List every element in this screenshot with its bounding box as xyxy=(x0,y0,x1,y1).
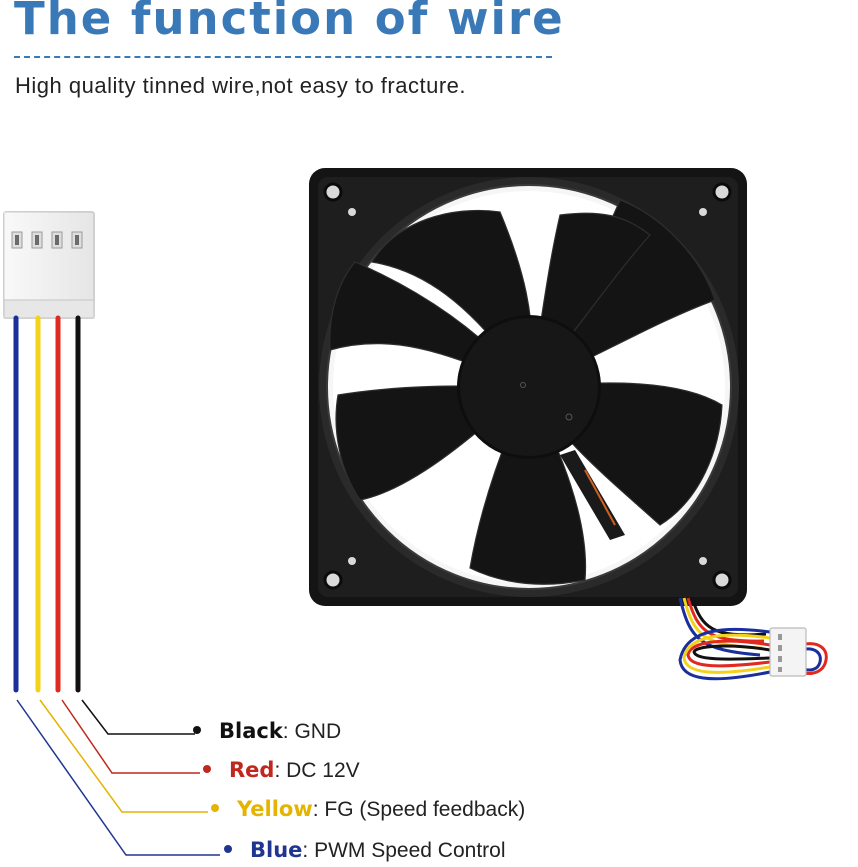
legend-name-yellow: Yellow xyxy=(237,797,313,821)
legend-separator: : xyxy=(282,720,295,743)
legend-name-black: Black xyxy=(219,719,283,743)
legend-dot-yellow xyxy=(211,804,219,813)
leader-yellow xyxy=(39,699,208,813)
leader-blue xyxy=(16,699,220,856)
legend-dot-blue xyxy=(224,845,232,854)
legend-item-black: Black: GND xyxy=(193,719,341,744)
legend-item-red: Red: DC 12V xyxy=(203,758,360,783)
subtitle: High quality tinned wire,not easy to fra… xyxy=(15,73,467,98)
legend-separator: : xyxy=(312,798,325,821)
legend-item-blue: Blue: PWM Speed Control xyxy=(224,838,506,863)
legend-desc-black: GND xyxy=(294,720,342,743)
legend-separator: : xyxy=(302,839,315,862)
legend-desc-blue: PWM Speed Control xyxy=(314,839,506,862)
connector-plug xyxy=(3,211,95,319)
page-title: The function of wire xyxy=(14,0,565,45)
legend-desc-yellow: FG (Speed feedback) xyxy=(324,798,526,821)
legend-item-yellow: Yellow: FG (Speed feedback) xyxy=(211,797,525,822)
fan xyxy=(309,168,747,606)
title-divider xyxy=(14,56,552,58)
legend-name-red: Red xyxy=(229,758,275,782)
legend-name-blue: Blue xyxy=(250,838,303,862)
fan-connector xyxy=(769,627,807,677)
wires xyxy=(13,315,81,693)
leader-red xyxy=(61,699,200,774)
legend-dot-black xyxy=(193,726,201,735)
fan-cable xyxy=(678,597,828,681)
leader-black xyxy=(81,699,195,735)
leader-lines xyxy=(16,699,220,856)
legend-dot-red xyxy=(203,765,211,774)
legend-separator: : xyxy=(274,759,287,782)
legend-desc-red: DC 12V xyxy=(286,759,360,782)
